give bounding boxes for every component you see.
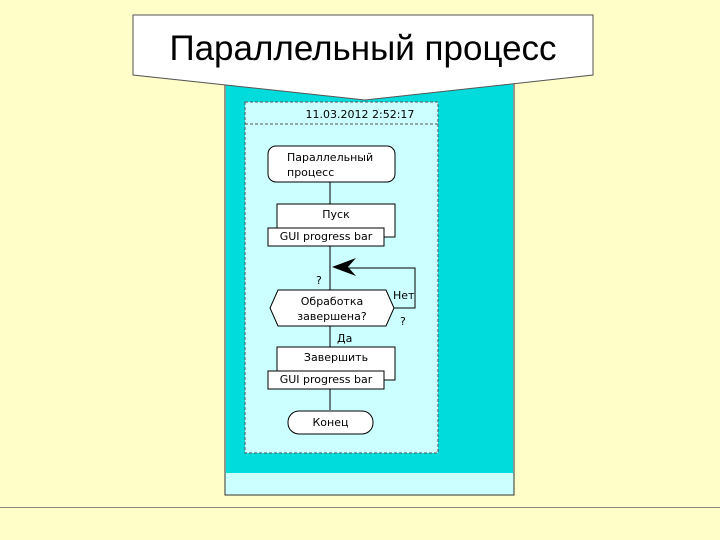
title-callout — [132, 14, 594, 101]
start-label-line2: процесс — [287, 166, 335, 179]
bottom-rule — [0, 507, 720, 508]
finish-label: Завершить — [303, 351, 369, 364]
question-mark-right: ? — [400, 315, 406, 328]
no-branch-label: Нет — [393, 289, 415, 302]
decision-label-line1: Обработка — [300, 295, 364, 308]
launch-label: Пуск — [322, 208, 350, 221]
node-finish-sub — [267, 370, 385, 390]
finish-sub-label: GUI progress bar — [279, 373, 373, 386]
diagram-timestamp: 11.03.2012 2:52:17 — [305, 108, 415, 121]
node-start — [267, 145, 396, 183]
end-label: Конец — [312, 416, 349, 429]
question-mark-top: ? — [316, 274, 322, 287]
node-launch-sub — [267, 227, 385, 247]
node-decision — [269, 289, 395, 327]
start-label-line1: Параллельный — [287, 151, 374, 164]
loop-connector — [336, 267, 416, 309]
slide-title: Параллельный процесс — [169, 29, 557, 68]
yes-branch-label: Да — [337, 332, 353, 345]
loop-arrowhead — [332, 258, 356, 276]
node-end — [287, 410, 374, 435]
decision-label-line2: завершена? — [297, 310, 367, 323]
launch-sub-label: GUI progress bar — [279, 230, 373, 243]
